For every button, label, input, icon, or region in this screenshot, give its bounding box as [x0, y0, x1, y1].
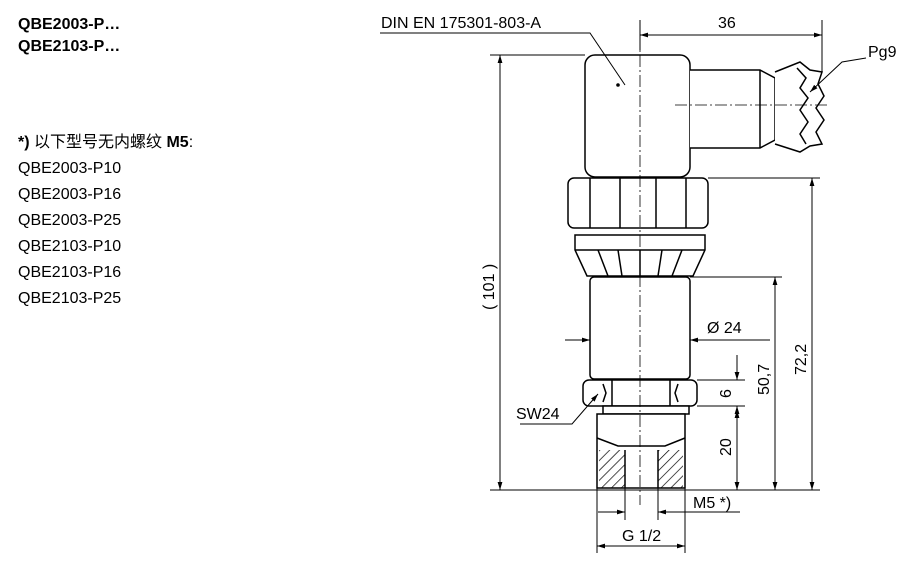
- connector-head: [584, 54, 691, 178]
- note-model: QBE2003-P16: [18, 186, 122, 203]
- connector-gland: [690, 69, 776, 149]
- wrench-size-label: SW24: [516, 406, 560, 423]
- note-model: QBE2103-P25: [18, 290, 122, 307]
- overall-height-label: ( 101 ): [481, 264, 498, 310]
- hex-thickness-label: 6: [718, 389, 735, 398]
- internal-thread-label: M5 *): [693, 495, 731, 512]
- connector-standard-label: DIN EN 175301-803-A: [381, 15, 541, 32]
- note-model-list: QBE2003-P10 QBE2003-P16 QBE2003-P25 QBE2…: [18, 156, 193, 312]
- note-thread: M5: [166, 134, 189, 151]
- thread-hatch-right: [658, 450, 683, 488]
- note-title: *) 以下型号无内螺纹 M5:: [18, 130, 193, 156]
- note-text: 以下型号无内螺纹: [29, 134, 167, 151]
- model-list: QBE2003-P… QBE2103-P…: [18, 14, 120, 58]
- gland-thread-label: Pg9: [868, 44, 897, 61]
- note-colon: :: [188, 134, 194, 151]
- process-thread-label: G 1/2: [622, 528, 661, 545]
- model-name: QBE2003-P…: [18, 16, 121, 33]
- collar-nut: [567, 177, 709, 229]
- connector-width-label: 36: [718, 15, 736, 32]
- note-model: QBE2003-P25: [18, 212, 122, 229]
- note-model: QBE2003-P10: [18, 160, 122, 177]
- note-model: QBE2103-P16: [18, 264, 122, 281]
- thread-note: *) 以下型号无内螺纹 M5: QBE2003-P10 QBE2003-P16 …: [18, 130, 193, 312]
- diameter-label: Ø 24: [707, 320, 742, 337]
- gland-nut: [774, 61, 825, 153]
- lower-height-label: 50,7: [756, 364, 773, 395]
- note-model: QBE2103-P10: [18, 238, 122, 255]
- model-name: QBE2103-P…: [18, 38, 121, 55]
- body-height-label: 72,2: [793, 344, 810, 375]
- note-marker: *): [18, 134, 30, 151]
- thread-length-label: 20: [718, 438, 735, 456]
- thread-hatch-left: [599, 450, 625, 488]
